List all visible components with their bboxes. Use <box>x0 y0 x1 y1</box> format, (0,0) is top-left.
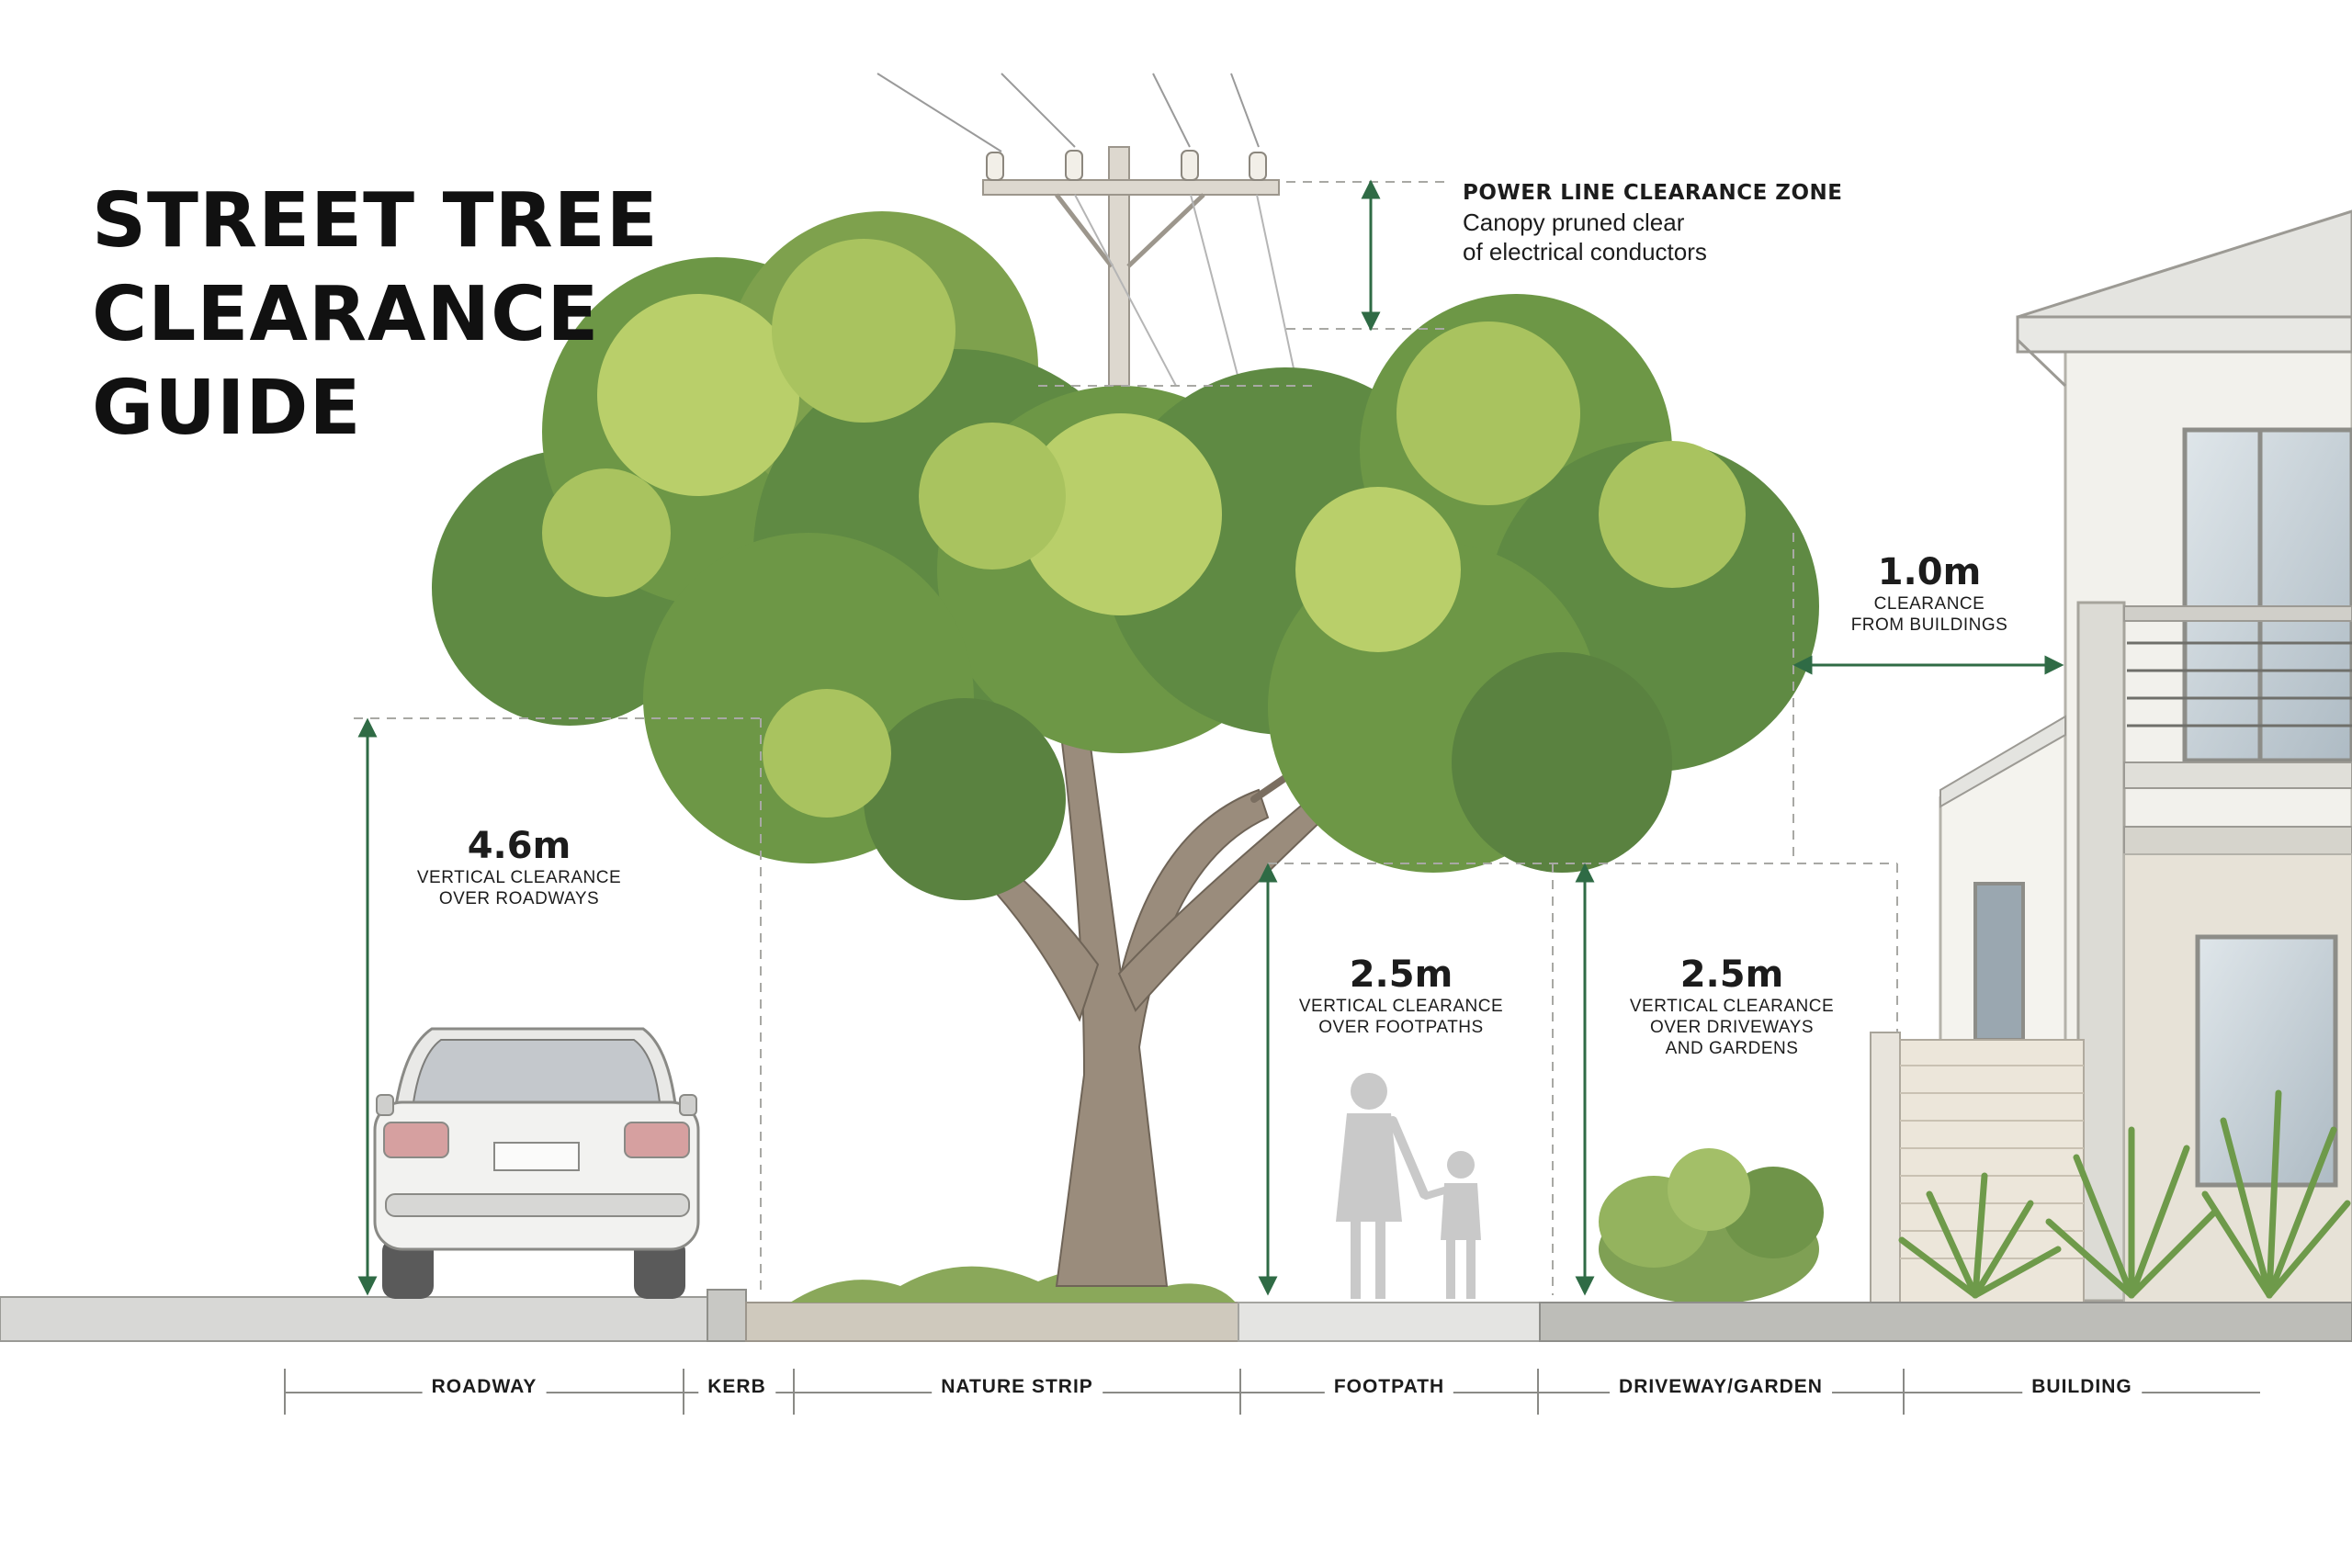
power-line-label: POWER LINE CLEARANCE ZONE Canopy pruned … <box>1463 178 1842 266</box>
footpath-clearance-label: 2.5m VERTICAL CLEARANCE OVER FOOTPATHS <box>1277 953 1525 1038</box>
caption-line: VERTICAL CLEARANCE <box>1629 997 1835 1016</box>
power-pole <box>876 73 1298 387</box>
driveway-clearance-caption: VERTICAL CLEARANCE OVER DRIVEWAYS AND GA… <box>1608 996 1856 1059</box>
caption-line: OVER DRIVEWAYS <box>1649 1018 1815 1037</box>
zone-label-roadway: ROADWAY <box>422 1376 547 1398</box>
caption-line: VERTICAL CLEARANCE <box>1298 997 1504 1016</box>
zone-scale <box>284 1369 2260 1415</box>
zone-label-kerb: KERB <box>698 1376 775 1398</box>
footpath-clearance-caption: VERTICAL CLEARANCE OVER FOOTPATHS <box>1277 996 1525 1038</box>
caption-line: OVER ROADWAYS <box>438 889 600 908</box>
footpath-clearance-value: 2.5m <box>1349 953 1453 996</box>
building-clearance-caption: CLEARANCE FROM BUILDINGS <box>1819 593 2040 636</box>
building-clearance-value: 1.0m <box>1877 551 1982 593</box>
driveway-clearance-label: 2.5m VERTICAL CLEARANCE OVER DRIVEWAYS A… <box>1608 953 1856 1059</box>
garden-plants <box>1599 1089 2351 1304</box>
zone-label-driveway-garden: DRIVEWAY/GARDEN <box>1610 1376 1832 1398</box>
roadway-clearance-caption: VERTICAL CLEARANCE OVER ROADWAYS <box>395 867 643 909</box>
title-line-2: CLEARANCE <box>92 271 600 358</box>
driveway-clearance-value: 2.5m <box>1679 953 1784 996</box>
car-rear-view <box>373 1027 700 1299</box>
ground-section <box>0 1266 2352 1342</box>
caption-line: FROM BUILDINGS <box>1850 615 2008 635</box>
page-title: STREET TREE CLEARANCE GUIDE <box>92 175 659 456</box>
caption-line: VERTICAL CLEARANCE <box>416 868 622 887</box>
zone-label-footpath: FOOTPATH <box>1324 1376 1454 1398</box>
caption-line: AND GARDENS <box>1665 1039 1799 1058</box>
caption-line: OVER FOOTPATHS <box>1318 1018 1484 1037</box>
building-clearance-label: 1.0m CLEARANCE FROM BUILDINGS <box>1819 551 2040 636</box>
zone-label-building: BUILDING <box>2022 1376 2142 1398</box>
dimension-arrows <box>357 179 2064 1296</box>
caption-line: CLEARANCE <box>1873 594 1985 614</box>
zone-label-nature-strip: NATURE STRIP <box>932 1376 1102 1398</box>
street-tree <box>432 211 1819 1287</box>
roadway-clearance-value: 4.6m <box>467 825 571 867</box>
power-line-text-1: Canopy pruned clear <box>1463 209 1685 236</box>
title-line-3: GUIDE <box>92 365 362 452</box>
house-building <box>1870 209 2352 1306</box>
pedestrians-silhouette <box>1336 1073 1481 1299</box>
power-line-heading: POWER LINE CLEARANCE ZONE <box>1463 181 1843 205</box>
title-line-1: STREET TREE <box>92 177 659 265</box>
roadway-clearance-label: 4.6m VERTICAL CLEARANCE OVER ROADWAYS <box>395 825 643 909</box>
power-line-text-2: of electrical conductors <box>1463 238 1707 265</box>
